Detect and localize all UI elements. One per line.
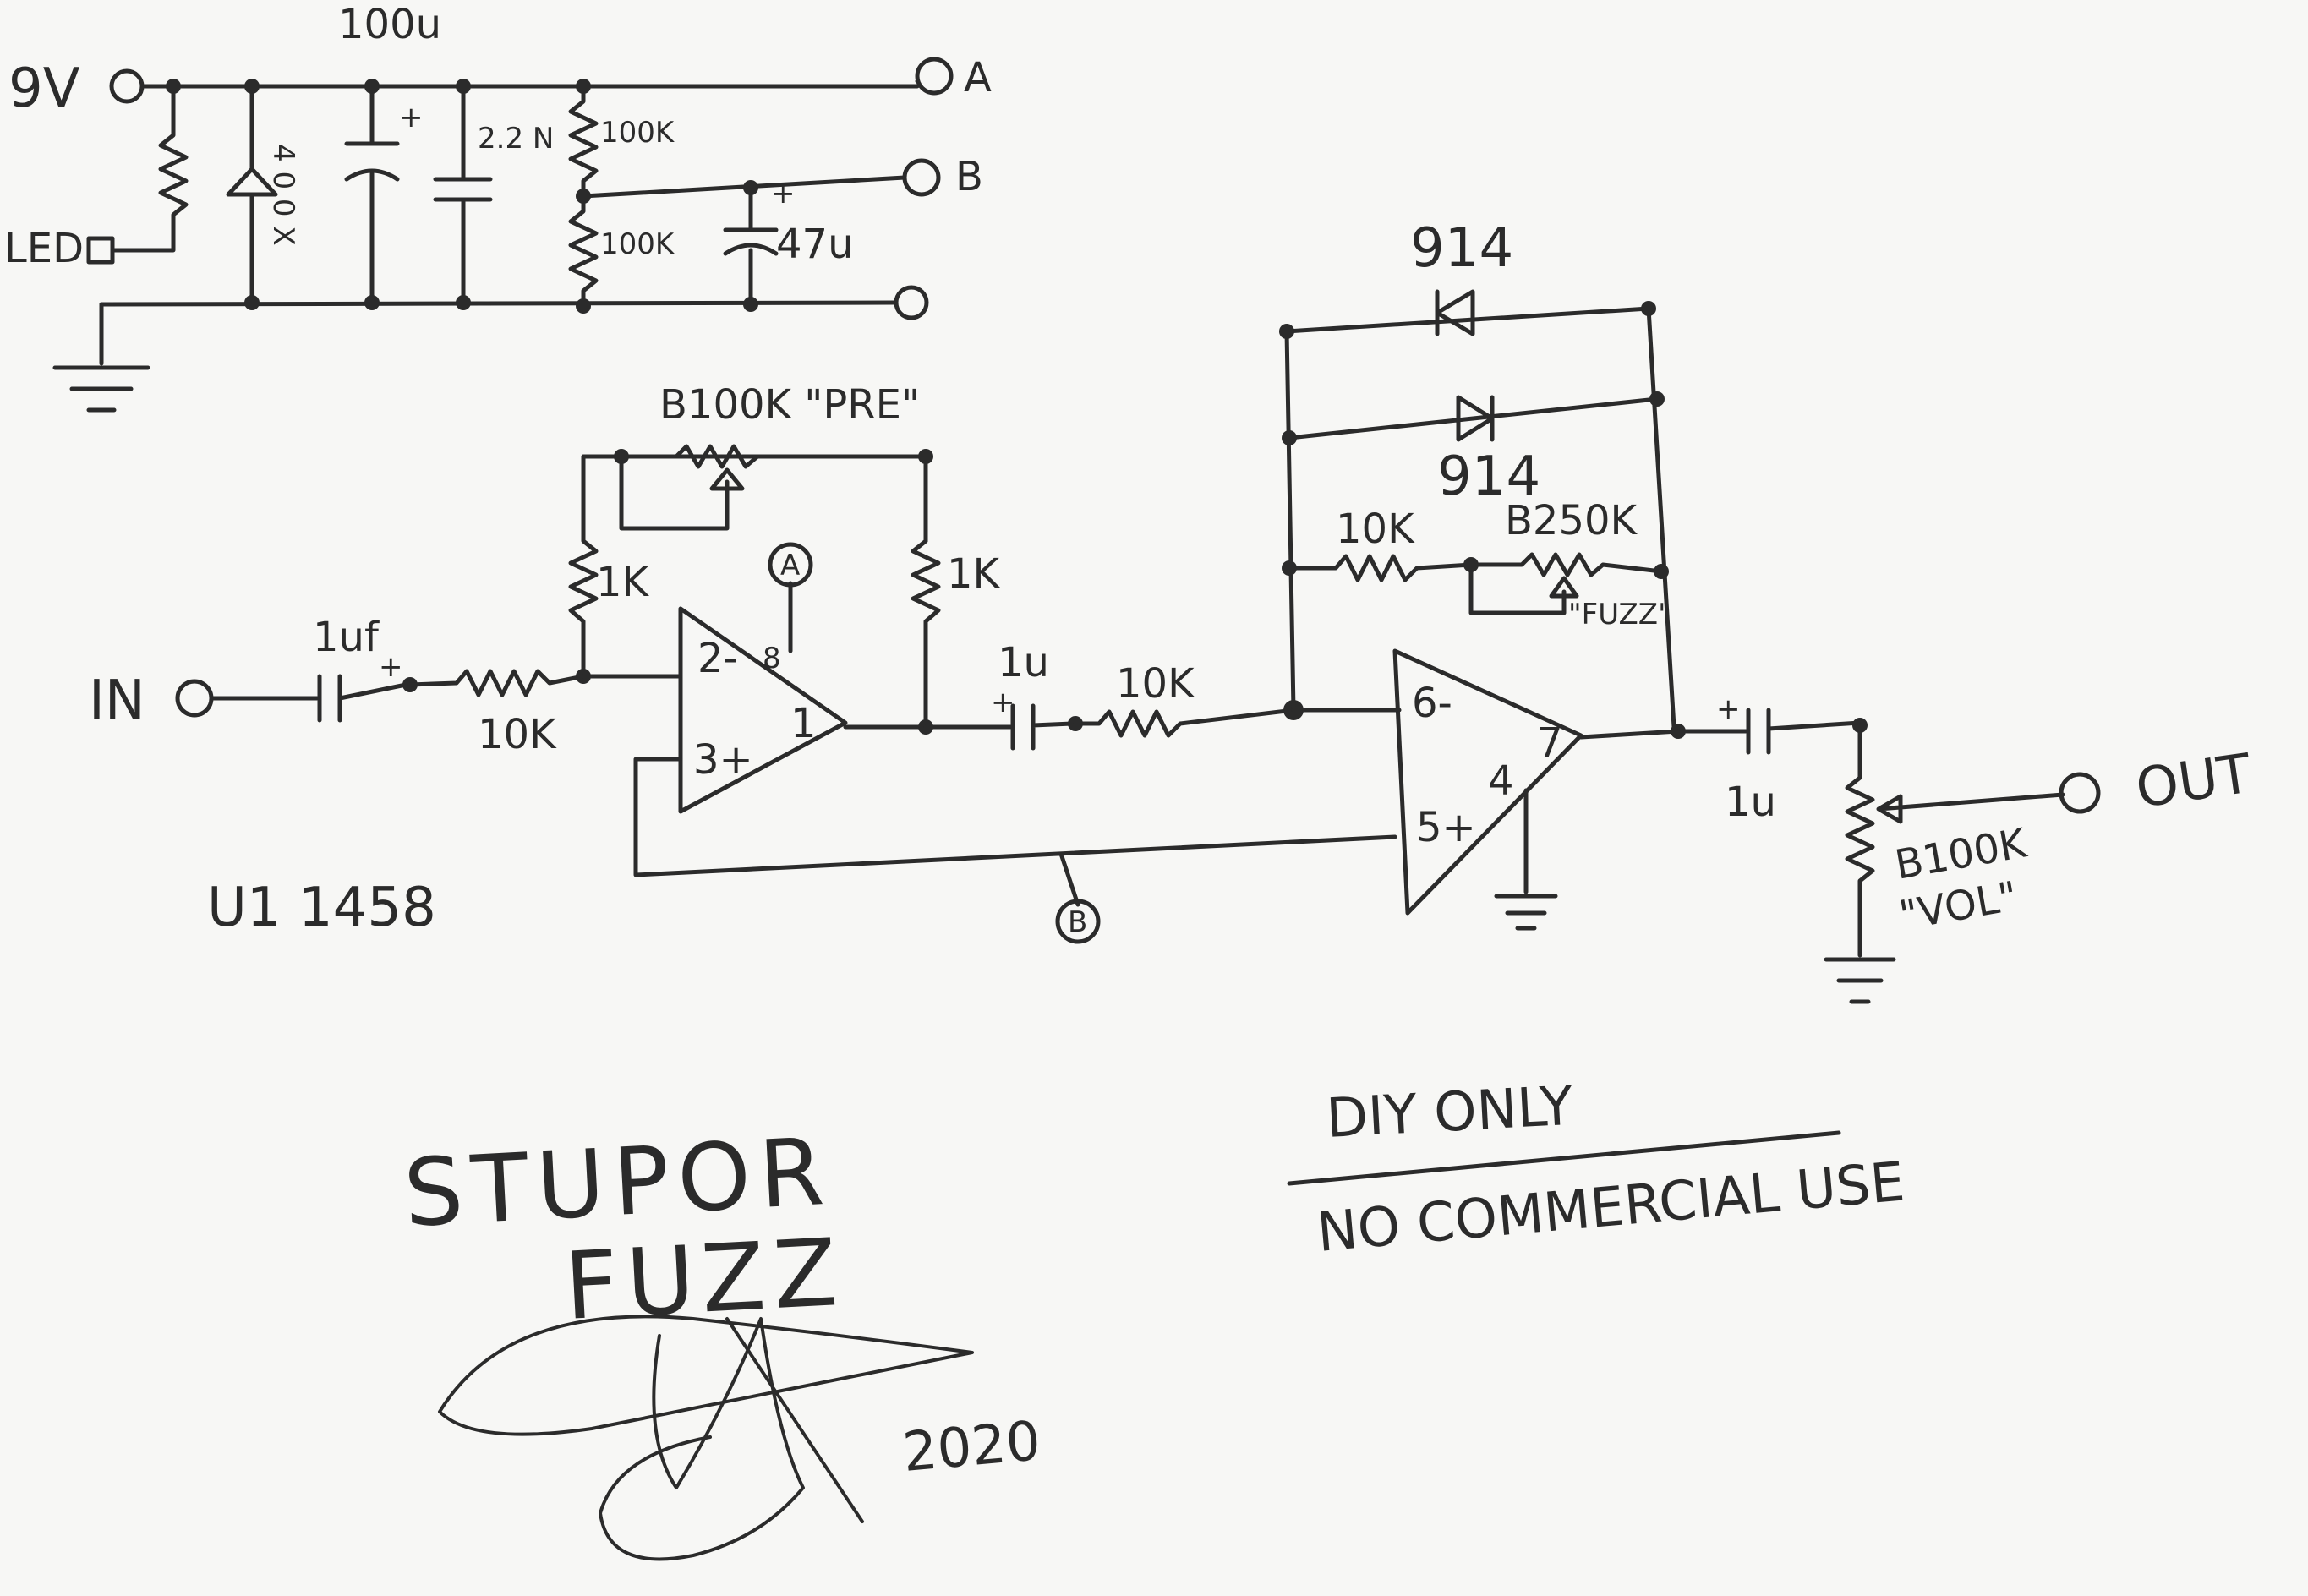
ground-symbol [52,302,150,413]
title-line1: STUPOR [402,1118,835,1248]
pre-pot-label: B100K "PRE" [659,381,920,429]
opamp1-pin-minus: 2- [697,635,738,682]
output-capacitor [1676,708,1862,755]
led-label: LED [4,225,84,272]
opamp2-pin-out: 7 [1537,719,1563,767]
ground-rail [99,300,899,307]
title-line2: FUZZ [562,1218,849,1341]
clipping-diode-bottom [1287,395,1660,442]
supply-terminal [109,68,145,104]
year-label: 2020 [900,1410,1043,1484]
fuzz-stage: + 1u 10K 914 914 10K B250K "FUZZ" 6- 5+ … [923,217,1686,931]
diode-bottom-label: 914 [1437,445,1540,508]
diy-only-note: DIY ONLY [1325,1075,1575,1151]
led-resistor [112,84,189,253]
reference-cap-label: 47u [776,221,854,268]
notes: DIY ONLY NO COMMERCIAL USE STUPOR FUZZ 2… [402,1075,1907,1561]
volume-wiper [1876,792,2065,824]
feedback-right-resistor-label: 1K [947,550,1001,598]
input-jack [175,679,214,718]
bias-marker [1055,899,1101,944]
supply-marker-label: A [780,549,800,582]
power-junctions [166,79,758,314]
coupling-cap-label: 1u [998,639,1049,686]
opamp1-pin-out: 1 [790,700,817,747]
fuzz-pot-label: B250K [1505,497,1638,544]
opamp1-pin-plus: 3+ [693,736,753,784]
input-capacitor [209,674,408,723]
divider-resistor-upper [568,84,599,199]
opamp2-pin-minus: 6- [1412,680,1452,727]
svg-text:+: + [379,650,403,684]
ic-label: U1 1458 [207,877,436,939]
input-cap-label: 1uf [313,614,380,661]
opamp2-pin-gnd: 4 [1488,757,1514,805]
bulk-capacitor [344,84,400,305]
diode-top-label: 914 [1410,217,1513,280]
input-resistor-label: 10K [478,711,557,758]
diode-label: 4 0 0 X [266,144,300,246]
signature [438,1315,974,1561]
feedback-right-resistor [911,538,941,730]
opamp-2 [1392,648,1583,916]
opamp-1 [678,606,848,814]
clipping-diode-top [1435,289,1475,336]
node-b-terminal [902,158,941,197]
pre-potentiometer [615,444,928,531]
svg-text:+: + [399,101,424,134]
input-label: IN [89,670,145,732]
svg-text:+: + [991,686,1015,719]
output-cap-label: 1u [1725,779,1776,826]
opamp1-pin-supply: 8 [763,642,781,675]
fuzz-pot-wiper [1468,562,1579,615]
bias-marker-label: B [1068,905,1087,939]
no-commercial-note: NO COMMERCIAL USE [1315,1151,1907,1264]
feedback-left-resistor-label: 1K [596,559,650,606]
fuzz-resistor-label: 10K [1336,506,1415,553]
volume-potentiometer [1824,723,1896,1004]
fuzz-junctions [1279,301,1669,579]
input-resistor [407,669,586,697]
input-stage: IN 1uf + 10K 1K 1K B100K "PRE" 2- 3+ 1 8… [89,381,1397,944]
divider-lower-label: 100K [600,227,675,261]
node-a-terminal [915,57,954,96]
protection-diode [226,84,278,305]
note-divider [1287,1130,1841,1186]
reference-capacitor [723,185,779,305]
svg-text:+: + [771,177,796,210]
output-label: OUT [2132,742,2256,820]
bulk-cap-label: 100u [338,1,441,48]
output-stage: + 1u OUT B100K "VOL" [1676,692,2256,1004]
series-resistor [1073,708,1296,738]
divider-resistor-lower [568,194,599,305]
filter-capacitor [433,84,493,305]
node-a-label: A [964,54,992,101]
power-supply: 9V A LED 4 0 0 X + 100u 2.2 N 100K 100K … [4,1,992,413]
supply-label: 9V [8,57,80,120]
ground-terminal [894,285,929,320]
divider-upper-label: 100K [600,116,675,150]
svg-text:+: + [1716,692,1741,726]
opamp2-ground [1494,788,1558,931]
fuzz-feedback-bus [1284,306,1676,730]
filter-cap-label: 2.2 N [478,122,554,156]
output-jack [2059,772,2101,814]
led-terminal [86,236,115,265]
bias-line [633,757,1397,907]
series-resistor-label: 10K [1116,660,1195,708]
node-b-label: B [955,153,983,200]
opamp2-pin-plus: 5+ [1416,804,1476,851]
coupling-capacitor [923,703,1075,751]
supply-marker [768,542,813,588]
fuzz-pot-name: "FUZZ" [1568,598,1671,631]
